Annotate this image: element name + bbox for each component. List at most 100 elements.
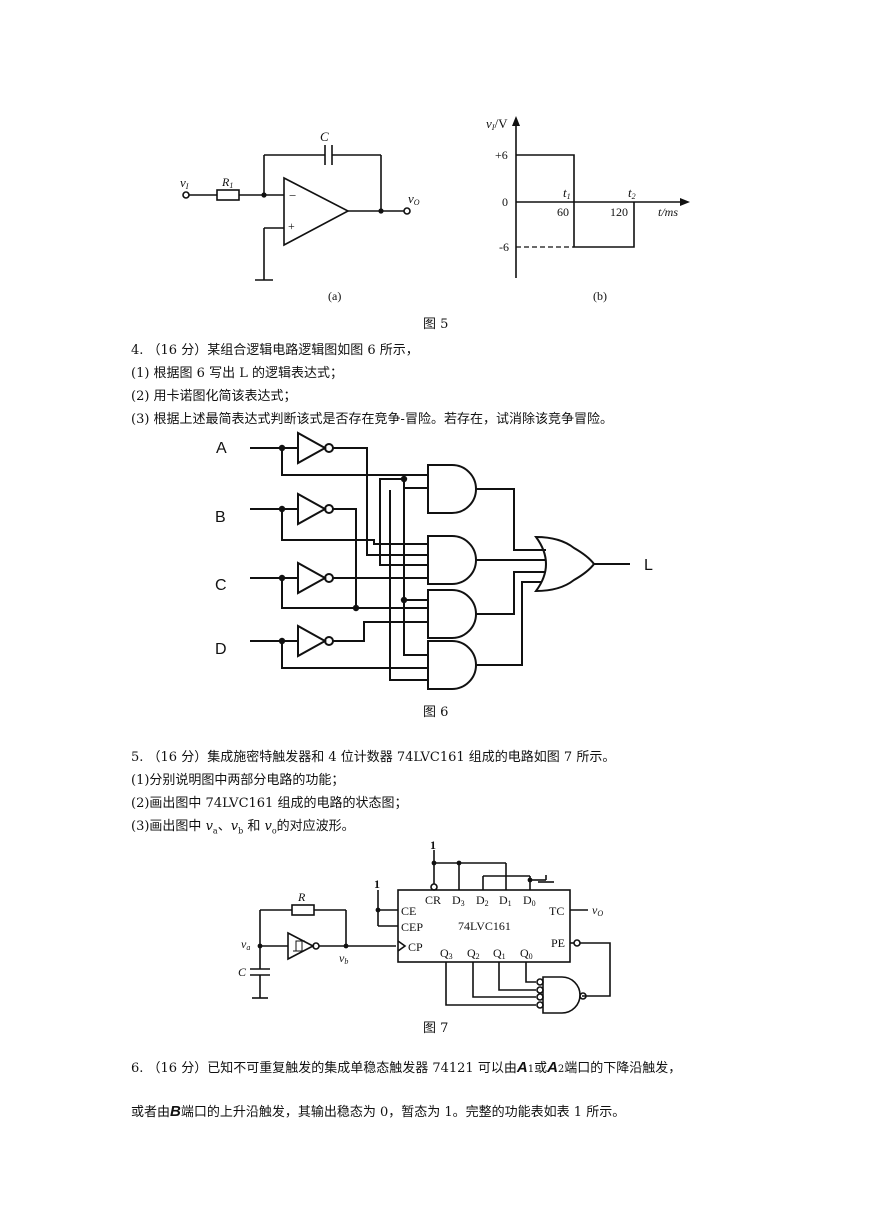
d1-label: D — [499, 893, 508, 907]
xtick-60: 60 — [557, 205, 569, 219]
vo-terminal — [403, 207, 411, 215]
va-label: v — [241, 937, 247, 951]
opamp-triangle — [283, 176, 350, 247]
input-b-label: B — [215, 509, 226, 526]
opamp-minus: − — [289, 188, 296, 203]
q5-item-3: (3)画出图中 va、vb 和 vo的对应波形。 — [131, 819, 355, 836]
top-one-label: 1 — [430, 838, 436, 852]
clock-triangle — [397, 940, 407, 952]
q0-label: Q — [520, 946, 529, 960]
resistor-r — [291, 904, 315, 916]
svg-text:vO: vO — [592, 903, 603, 918]
schmitt-inverter — [287, 931, 315, 961]
vb-label: v — [339, 951, 345, 965]
and-gate-1 — [427, 464, 477, 514]
y-axis-label: v — [486, 116, 492, 131]
q5-item-2: (2)画出图中 74LVC161 组成的电路的状态图； — [131, 796, 408, 811]
cr-label: CR — [425, 893, 441, 907]
q1-label: Q — [493, 946, 502, 960]
pe-label: PE — [551, 936, 565, 950]
svg-text:vb: vb — [339, 951, 348, 966]
t1-label: t — [563, 185, 567, 200]
svg-text:Q2: Q2 — [467, 946, 480, 961]
inverter-a — [297, 431, 334, 465]
figure-6-caption: 图 6 — [423, 705, 449, 720]
pe-bubble — [573, 939, 581, 947]
figure-5-caption: 图 5 — [423, 317, 449, 332]
svg-text:t1: t1 — [563, 185, 571, 201]
svg-text:Q1: Q1 — [493, 946, 506, 961]
chip-name: 74LVC161 — [458, 919, 511, 933]
nand-gate — [542, 976, 581, 1014]
subfig-a-label: (a) — [328, 289, 341, 303]
q5-item-1: (1)分别说明图中两部分电路的功能； — [131, 773, 345, 788]
q3-label: Q — [440, 946, 449, 960]
svg-text:D2: D2 — [476, 893, 489, 908]
and-gate-2 — [427, 535, 477, 585]
q4-item-2: (2) 用卡诺图化简该表达式； — [131, 389, 297, 404]
integrator-circuit: C R1 vI vO − + (a) — [180, 129, 420, 303]
input-waveform: vI/V +6 0 -6 t1 t2 60 120 t/ms (b) — [486, 116, 690, 303]
ce-label: CE — [401, 904, 416, 918]
ytick-plus6: +6 — [495, 148, 508, 162]
and-gate-3 — [427, 589, 477, 639]
svg-text:Q3: Q3 — [440, 946, 453, 961]
and-gate-4 — [427, 640, 477, 690]
vi-terminal — [182, 191, 190, 199]
inverter-d — [297, 624, 334, 658]
svg-text:Q0: Q0 — [520, 946, 533, 961]
q4-item-1: (1) 根据图 6 写出 L 的逻辑表达式； — [131, 366, 343, 381]
vi-label: v — [180, 175, 186, 190]
svg-text:D0: D0 — [523, 893, 536, 908]
inverter-c — [297, 561, 334, 595]
figure-5: C R1 vI vO − + (a) vI/V +6 0 -6 t1 t2 60… — [180, 116, 690, 303]
output-l-label: L — [644, 557, 653, 574]
svg-text:va: va — [241, 937, 250, 952]
t2-label: t — [628, 185, 632, 200]
tc-label: TC — [549, 904, 564, 918]
r1-label: R — [221, 175, 230, 189]
cep-label: CEP — [401, 920, 423, 934]
ytick-minus6: -6 — [499, 240, 509, 254]
r-label: R — [297, 890, 306, 904]
q5-heading: 5. （16 分）集成施密特触发器和 4 位计数器 74LVC161 组成的电路… — [131, 750, 616, 765]
capacitor-label: C — [320, 129, 329, 144]
a2-symbol: A — [547, 1059, 558, 1076]
d2-label: D — [476, 893, 485, 907]
inverter-b — [297, 492, 334, 526]
vo-label: v — [408, 191, 414, 206]
svg-text:D3: D3 — [452, 893, 465, 908]
figure-7-caption: 图 7 — [423, 1021, 449, 1036]
schmitt-oscillator: R C va vb — [238, 890, 396, 999]
x-axis-label: t/ms — [658, 205, 678, 219]
xtick-120: 120 — [610, 205, 628, 219]
subfig-b-label: (b) — [593, 289, 607, 303]
svg-text:vI/V: vI/V — [486, 116, 508, 132]
cr-bubble — [430, 883, 438, 891]
vo7-label: v — [592, 903, 598, 917]
q4-heading: 4. （16 分）某组合逻辑电路逻辑图如图 6 所示， — [131, 343, 419, 358]
input-d-label: D — [215, 641, 227, 658]
b-symbol: B — [170, 1103, 181, 1120]
figure-6: A B C D L — [215, 431, 653, 690]
ytick-zero: 0 — [502, 195, 508, 209]
q2-label: Q — [467, 946, 476, 960]
q4-item-3: (3) 根据上述最简表达式判断该式是否存在竞争-冒险。若存在，试消除该竞争冒险。 — [131, 412, 613, 427]
c-label: C — [238, 965, 247, 979]
waveform-trace — [516, 154, 635, 248]
svg-text:R1: R1 — [221, 175, 233, 190]
schmitt-symbol — [293, 940, 305, 952]
cp-label: CP — [408, 940, 423, 954]
d0-label: D — [523, 893, 532, 907]
left-one-label: 1 — [374, 877, 380, 891]
counter-74lvc161: 1 1 CR D3 D2 D1 D0 CE CEP CP 74LVC161 TC… — [374, 838, 611, 1014]
svg-text:D1: D1 — [499, 893, 512, 908]
opamp-plus: + — [288, 219, 295, 233]
or-gate — [534, 535, 596, 593]
svg-text:vI: vI — [180, 175, 189, 191]
resistor-r1 — [216, 189, 240, 201]
q6-line-2: 或者由B端口的上升沿触发，其输出稳态为 0，暂态为 1。完整的功能表如表 1 所… — [131, 1103, 626, 1120]
a1-symbol: A — [516, 1059, 528, 1076]
svg-text:vO: vO — [408, 191, 420, 207]
